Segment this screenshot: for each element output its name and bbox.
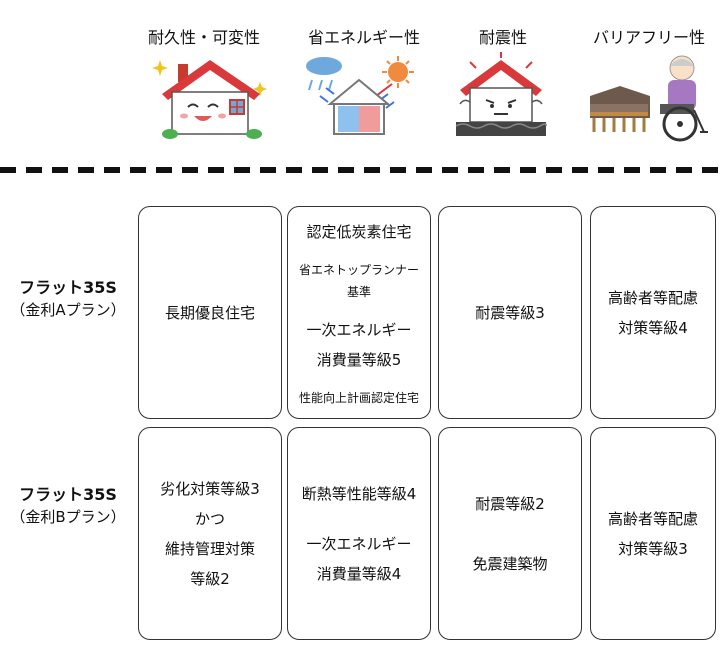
cell-plan-b-seismic: 耐震等級2 免震建築物 bbox=[438, 427, 582, 640]
column-header-seismic: 耐震性 bbox=[478, 28, 527, 47]
cell-text: 対策等級3 bbox=[618, 539, 688, 558]
cell-text: 耐震等級2 bbox=[475, 494, 545, 513]
wheelchair-elder-icon bbox=[590, 55, 708, 142]
cell-text: 長期優良住宅 bbox=[164, 303, 255, 322]
sparkle-icon bbox=[253, 82, 267, 96]
column-header-durability: 耐久性・可変性 bbox=[147, 28, 260, 47]
cell-text: 劣化対策等級3 bbox=[160, 479, 260, 498]
earthquake-house-icon bbox=[455, 52, 547, 136]
cell-text: 省エネトップランナー bbox=[298, 262, 419, 277]
plan-rate: （金利Aプラン） bbox=[10, 301, 126, 319]
column-header-energy-saving: 省エネルギー性 bbox=[307, 28, 420, 47]
cell-plan-a-seismic: 耐震等級3 bbox=[438, 206, 582, 419]
dashed-divider bbox=[0, 167, 725, 173]
cell-text: 免震建築物 bbox=[472, 554, 548, 573]
row-label-plan-a: フラット35S （金利Aプラン） bbox=[0, 277, 136, 321]
plan-name: フラット35S bbox=[19, 278, 117, 297]
happy-house-icon bbox=[152, 60, 267, 139]
cell-plan-b-durability: 劣化対策等級3 かつ 維持管理対策 等級2 bbox=[138, 427, 282, 640]
cell-text: かつ bbox=[194, 509, 225, 528]
cell-text: 等級2 bbox=[190, 569, 230, 588]
cell-text: 一次エネルギー bbox=[306, 534, 412, 553]
sparkle-icon bbox=[152, 60, 168, 76]
cell-text: 高齢者等配慮 bbox=[607, 288, 698, 307]
cell-text: 消費量等級4 bbox=[316, 564, 402, 583]
cell-text: 維持管理対策 bbox=[164, 539, 255, 558]
cell-text: 断熱等性能等級4 bbox=[301, 484, 417, 503]
cell-text: 耐震等級3 bbox=[475, 303, 545, 322]
row-label-plan-b: フラット35S （金利Bプラン） bbox=[0, 484, 136, 528]
cell-text: 対策等級4 bbox=[618, 318, 688, 337]
cell-text: 高齢者等配慮 bbox=[607, 509, 698, 528]
plan-name: フラット35S bbox=[19, 485, 117, 504]
cell-plan-b-barrier-free: 高齢者等配慮 対策等級3 bbox=[590, 427, 716, 640]
cell-plan-a-durability: 長期優良住宅 bbox=[138, 206, 282, 419]
cell-plan-a-energy: 認定低炭素住宅 省エネトップランナー 基準 一次エネルギー 消費量等級5 性能向… bbox=[287, 206, 431, 419]
cell-plan-a-barrier-free: 高齢者等配慮 対策等級4 bbox=[590, 206, 716, 419]
cell-text: 基準 bbox=[346, 284, 371, 299]
cell-text: 認定低炭素住宅 bbox=[306, 222, 412, 241]
cell-text: 一次エネルギー bbox=[306, 320, 412, 339]
cell-text: 消費量等級5 bbox=[316, 350, 402, 369]
plan-rate: （金利Bプラン） bbox=[10, 508, 126, 526]
column-header-barrier-free: バリアフリー性 bbox=[592, 28, 705, 47]
insulated-house-icon bbox=[306, 56, 414, 135]
cell-plan-b-energy: 断熱等性能等級4 一次エネルギー 消費量等級4 bbox=[287, 427, 431, 640]
cell-text: 性能向上計画認定住宅 bbox=[298, 390, 419, 405]
